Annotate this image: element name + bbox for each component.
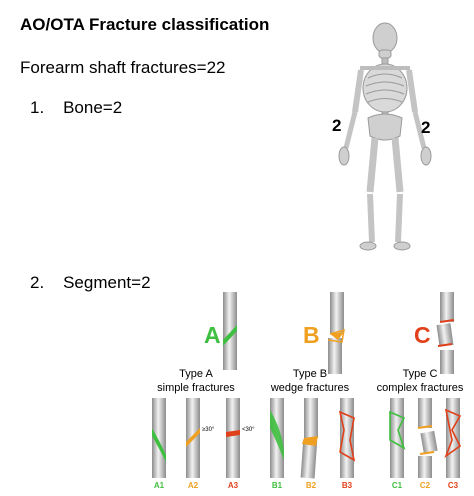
subtype-label-c3: C3: [447, 481, 459, 490]
type-c-bone: [436, 292, 455, 374]
type-a-letter: A: [204, 322, 221, 348]
list-text: Segment=2: [63, 273, 151, 292]
subtype-label-b2: B2: [305, 481, 317, 490]
type-a-caption: Type A simple fractures: [150, 367, 242, 395]
angle-label-a3: <30°: [242, 427, 255, 433]
subtitle: Forearm shaft fractures=22: [20, 58, 226, 77]
subtype-label-b3: B3: [341, 481, 353, 490]
list-number: 1.: [30, 98, 45, 117]
type-description: simple fractures: [157, 382, 235, 394]
subtype-label-c1: C1: [391, 481, 403, 490]
type-b-bone: [327, 292, 345, 374]
type-name: Type B: [292, 368, 328, 380]
type-description: complex fractures: [376, 382, 464, 394]
type-description: wedge fractures: [270, 382, 350, 394]
type-name: Type A: [179, 368, 213, 380]
type-b-caption: Type B wedge fractures: [264, 367, 356, 395]
skeleton-label-left: 2: [332, 116, 342, 135]
list-number: 2.: [30, 273, 45, 292]
page-title: AO/OTA Fracture classification: [20, 15, 270, 34]
subtype-label-c2: C2: [419, 481, 431, 490]
subtype-label-a3: A3: [227, 481, 239, 490]
list-item-segment: 2. Segment=2: [30, 273, 151, 293]
type-name: Type C: [402, 368, 438, 380]
type-a-bone: [223, 292, 237, 370]
subtype-label-a1: A1: [153, 481, 165, 490]
subtype-bones: [152, 398, 462, 479]
type-c-caption: Type C complex fractures: [370, 367, 470, 395]
list-item-bone: 1. Bone=2: [30, 98, 122, 118]
subtype-label-a2: A2: [187, 481, 199, 490]
skeleton-label-right: 2: [421, 118, 431, 137]
type-c-letter: C: [414, 322, 431, 348]
angle-label-a2: ≥30°: [202, 427, 215, 433]
subtype-label-b1: B1: [271, 481, 283, 490]
type-b-letter: B: [303, 322, 320, 348]
list-text: Bone=2: [63, 98, 123, 117]
